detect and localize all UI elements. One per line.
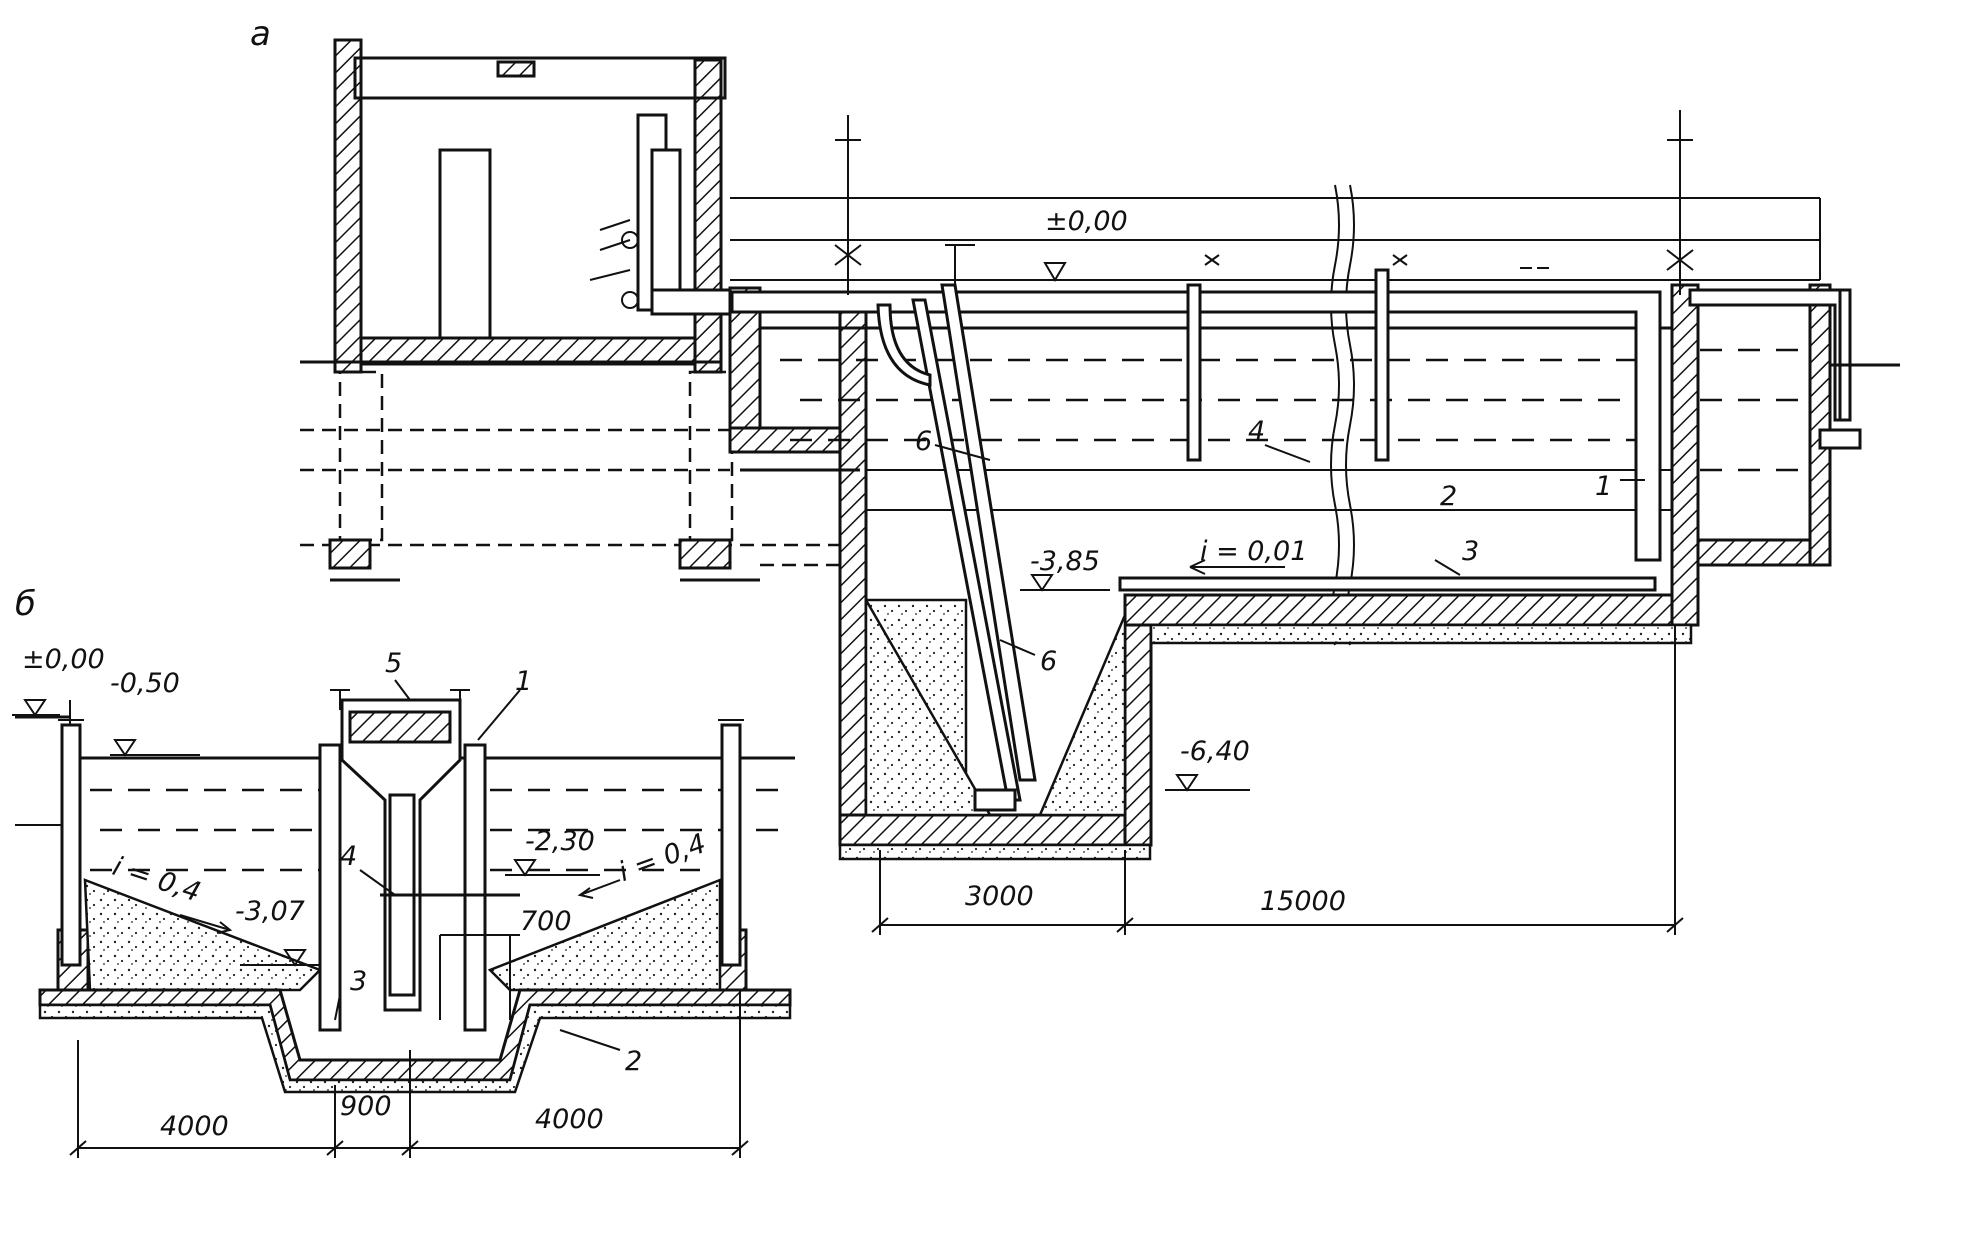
callout-a-2: 2 <box>1440 481 1457 512</box>
distribution-pipes <box>730 268 1862 592</box>
callout-b-4: 4 <box>340 841 357 872</box>
elevation-trench-b-text: -3,07 <box>235 896 305 927</box>
valves <box>834 110 1694 295</box>
callouts-b: 5 1 4 3 2 <box>334 648 642 1077</box>
pump-house-foundation <box>300 370 850 570</box>
callout-b-2: 2 <box>625 1046 642 1077</box>
elevation-ground-b: ±0,00 <box>12 644 105 717</box>
callout-b-3: 3 <box>350 966 367 997</box>
callout-a-4: 4 <box>1248 416 1265 447</box>
pump-house <box>333 38 734 374</box>
callout-a-1: 1 <box>1595 471 1612 502</box>
tank-structure <box>728 283 1832 861</box>
dim-pit-width: 3000 <box>965 881 1034 912</box>
elevation-bottom-a-text: -6,40 <box>1180 736 1250 767</box>
elevation-tray-a-text: -3,85 <box>1030 546 1100 577</box>
walkway-railing <box>730 184 1821 646</box>
dimension-line-b: 4000 900 4000 700 <box>69 906 749 1158</box>
elevation-top-a: ±0,00 <box>1030 206 1170 282</box>
sludge-pipe <box>911 244 1037 812</box>
callouts-a: 6 6 4 1 2 3 <box>915 416 1645 677</box>
elevation-top-a-text: ±0,00 <box>1045 206 1128 237</box>
elevation-pipe-b: -2,30 <box>505 826 600 877</box>
section-a-label: а <box>250 14 271 54</box>
dim-b-gap: 700 <box>520 906 572 937</box>
elevation-ground-b-text: ±0,00 <box>22 644 105 675</box>
callout-a-6-upper: 6 <box>915 426 932 457</box>
dim-b-left: 4000 <box>160 1111 229 1142</box>
dim-tank-length: 15000 <box>1260 886 1346 917</box>
slope-a-text: i = 0,01 <box>1200 536 1307 567</box>
elevation-water-b: -0,50 <box>110 668 200 757</box>
callout-a-6-lower: 6 <box>1040 646 1057 677</box>
section-b-label: б <box>15 584 36 624</box>
section-a: а ±0,00 -3,85 -6,40 i = 0,01 3000 15000 <box>250 14 1900 935</box>
callout-b-5: 5 <box>385 648 402 679</box>
slope-right-b-text: i = 0,4 <box>615 828 710 888</box>
slope-right-b: i = 0,4 <box>577 828 710 899</box>
elevation-pipe-b-text: -2,30 <box>525 826 595 857</box>
section-b: б <box>12 584 795 1158</box>
callout-a-3: 3 <box>1462 536 1479 567</box>
section-b-structure <box>38 719 792 1094</box>
dimension-line-a: 3000 15000 <box>871 625 1684 935</box>
dim-b-center: 900 <box>340 1091 392 1122</box>
callout-b-1: 1 <box>515 666 532 697</box>
elevation-bottom-a: -6,40 <box>1165 736 1250 792</box>
dim-b-right: 4000 <box>535 1104 604 1135</box>
elevation-water-b-text: -0,50 <box>110 668 180 699</box>
slope-a: i = 0,01 <box>1189 536 1307 575</box>
central-collector <box>318 689 520 1032</box>
elevation-tray-a: -3,85 <box>1020 546 1110 592</box>
elevation-trench-b: -3,07 <box>235 896 320 967</box>
